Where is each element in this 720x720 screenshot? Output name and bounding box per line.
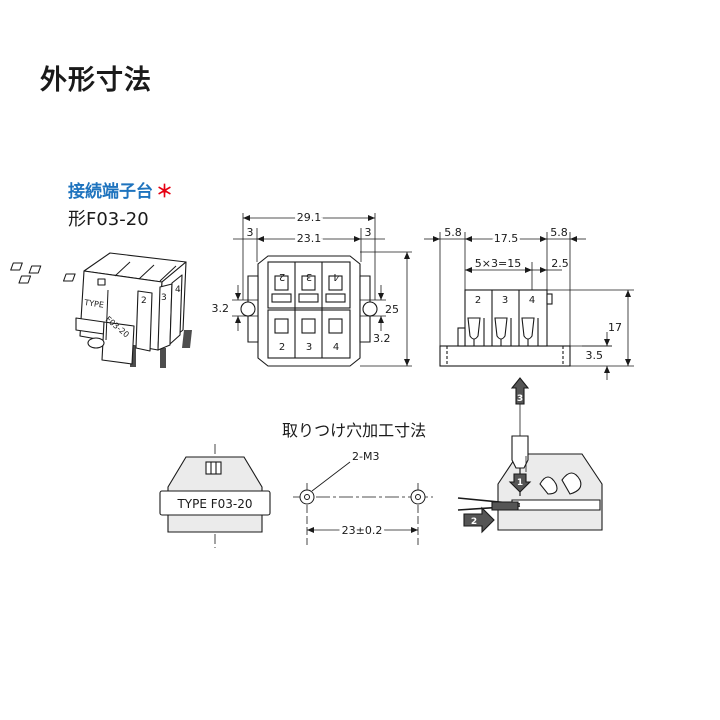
mounting-type-label: TYPE F03-20 <box>176 497 252 511</box>
side-view <box>424 232 634 380</box>
page-title: 外形寸法 <box>40 65 152 96</box>
dim-right-margin: 3 <box>365 226 372 239</box>
iso-terminal-4: 4 <box>175 285 181 295</box>
front-bottom-terminal-3: 3 <box>306 342 312 353</box>
dim-right-offset: 3.2 <box>373 332 391 345</box>
wiring-step-2: 2 <box>471 517 477 527</box>
asterisk-mark: ＊ <box>156 182 173 202</box>
dim-left-offset: 3.2 <box>212 302 230 315</box>
side-dim-pitch: 5×3=15 <box>475 257 521 270</box>
front-bottom-terminal-4: 4 <box>333 342 339 353</box>
mounting-holes <box>293 461 433 545</box>
hole-label: 2-M3 <box>352 450 379 463</box>
isometric-terminal-block <box>10 252 192 368</box>
dim-height: 25 <box>385 303 399 316</box>
iso-terminal-3: 3 <box>161 293 167 303</box>
mounting-hole-title: 取りつけ穴加工寸法 <box>282 421 427 440</box>
front-top-terminal-2: 2 <box>279 271 285 282</box>
wiring-step-3: 3 <box>517 394 523 404</box>
wiring-step-1: 1 <box>517 478 523 488</box>
front-view <box>232 213 412 367</box>
side-dim-middle: 17.5 <box>494 232 519 245</box>
side-dim-height: 17 <box>608 321 622 334</box>
front-bottom-terminal-2: 2 <box>279 342 285 353</box>
iso-label-type: TYPE <box>83 298 105 310</box>
side-dim-pitch-end: 2.5 <box>551 257 569 270</box>
side-terminal-4: 4 <box>529 295 535 306</box>
side-dim-left: 5.8 <box>444 226 462 239</box>
iso-terminal-2: 2 <box>141 296 147 306</box>
dim-width-inner: 23.1 <box>297 232 322 245</box>
product-label-text: 接続端子台 <box>68 182 153 202</box>
dim-width-outer: 29.1 <box>297 211 322 224</box>
hole-spacing: 23±0.2 <box>342 524 383 537</box>
dim-left-margin: 3 <box>247 226 254 239</box>
mounting-block-view <box>159 444 271 548</box>
wiring-procedure <box>457 377 603 534</box>
side-terminal-3: 3 <box>502 295 508 306</box>
model-number: 形F03-20 <box>68 209 149 230</box>
side-dim-base: 3.5 <box>586 349 604 362</box>
product-label: 接続端子台＊ <box>68 177 173 202</box>
front-top-terminal-4: 4 <box>333 271 339 282</box>
side-dim-right: 5.8 <box>550 226 568 239</box>
front-top-terminal-3: 3 <box>306 271 312 282</box>
side-terminal-2: 2 <box>475 295 481 306</box>
